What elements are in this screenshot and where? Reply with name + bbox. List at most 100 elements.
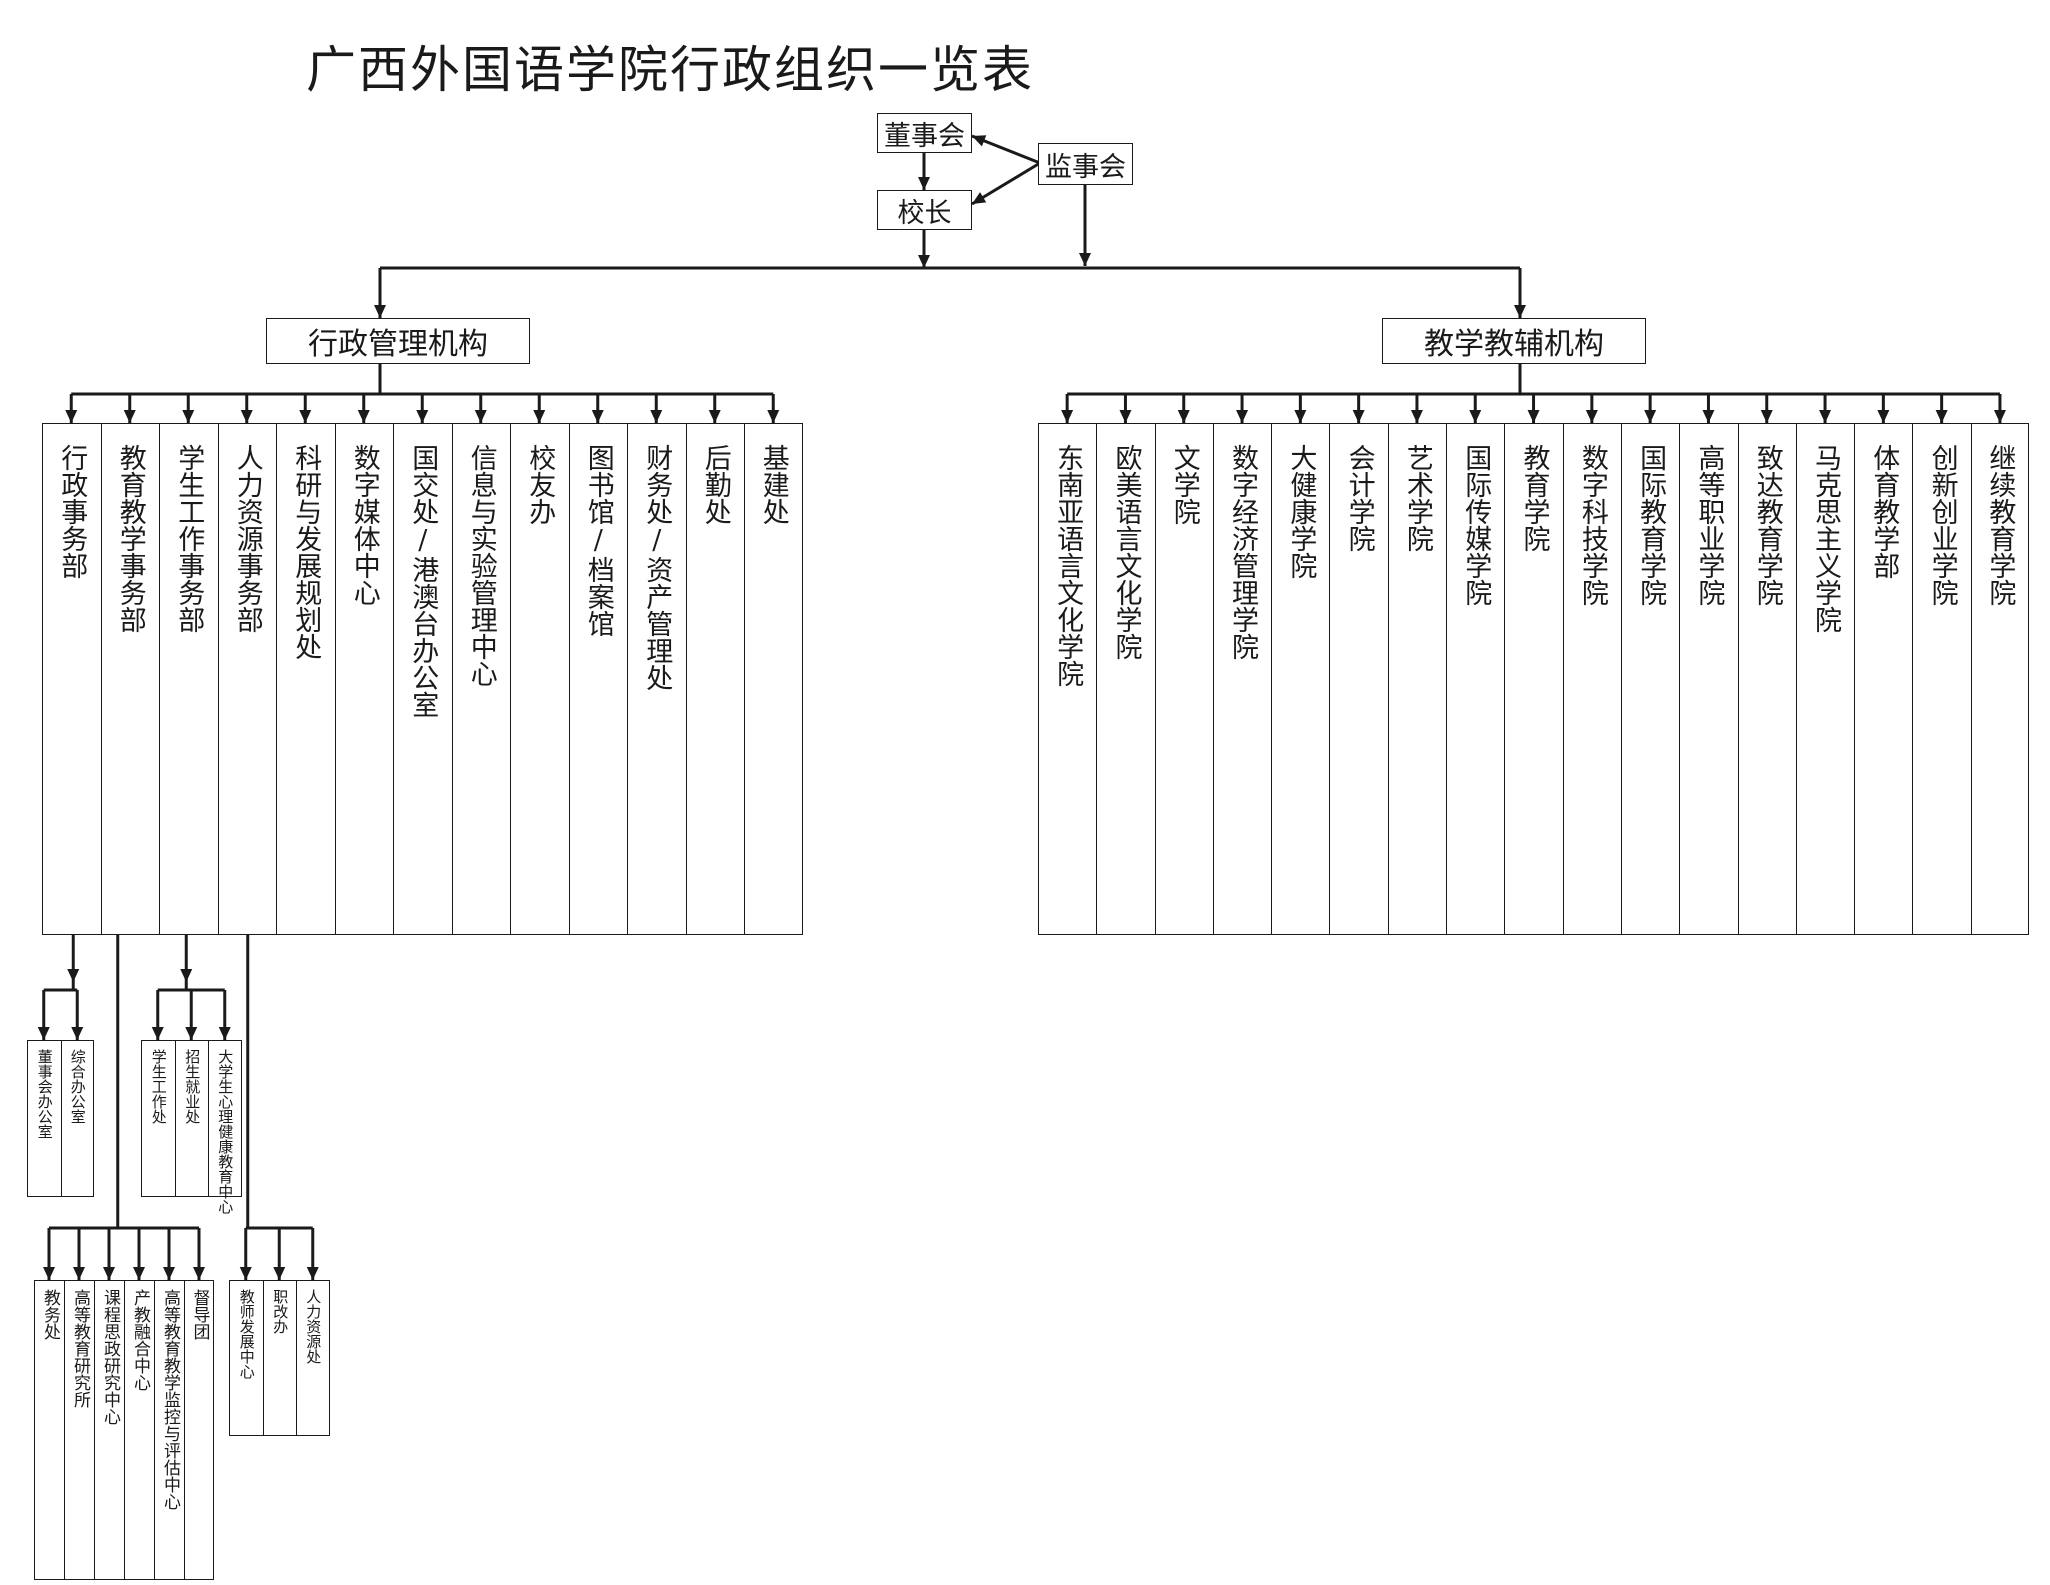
administrative-affairs-subunits: 董事会办公室综合办公室	[27, 1040, 94, 1197]
teaching-unit-5: 会计学院	[1329, 423, 1388, 935]
teaching-unit-14: 体育教学部	[1854, 423, 1913, 935]
admin-unit-2: 学生工作事务部	[159, 423, 218, 935]
student-affairs-subunits: 学生工作处招生就业处大学生心理健康教育中心	[141, 1040, 242, 1214]
admin-unit-12: 基建处	[744, 423, 803, 935]
board-of-directors-box: 董事会	[877, 113, 972, 153]
student-affairs-subunit-label: 招生就业处	[183, 1049, 202, 1124]
teaching-unit-label: 欧美语言文化学院	[1110, 444, 1142, 660]
teaching-unit-10: 国际教育学院	[1620, 423, 1680, 935]
teaching-affairs-subunit-4: 高等教育教学监控与评估中心	[154, 1280, 184, 1580]
teaching-affairs-subunit-label: 产教融合中心	[130, 1289, 150, 1391]
president-box: 校长	[877, 190, 972, 230]
teaching-affairs-subunit-1: 高等教育研究所	[64, 1280, 94, 1580]
teaching-unit-label: 教育学院	[1518, 444, 1550, 552]
admin-affairs-subunit-label: 综合办公室	[68, 1049, 87, 1124]
teaching-affairs-subunit-label: 高等教育研究所	[70, 1289, 90, 1408]
teaching-unit-label: 继续教育学院	[1984, 444, 2016, 606]
student-affairs-subunit-1: 招生就业处	[174, 1040, 208, 1197]
human-resources-subunit-1: 职改办	[262, 1280, 296, 1436]
teaching-unit-15: 创新创业学院	[1912, 423, 1971, 935]
student-affairs-subunit-0: 学生工作处	[141, 1040, 175, 1197]
teaching-division-box: 教学教辅机构	[1382, 318, 1646, 364]
teaching-unit-label: 体育教学部	[1868, 444, 1900, 579]
teaching-affairs-subunit-label: 教务处	[40, 1289, 60, 1340]
admin-unit-1: 教育教学事务部	[100, 423, 159, 935]
teaching-units: 东南亚语言文化学院欧美语言文化学院文学院数字经济管理学院大健康学院会计学院艺术学…	[1038, 423, 2030, 935]
human-resources-subunit-label: 职改办	[271, 1289, 290, 1334]
admin-unit-label: 行政事务部	[56, 444, 88, 579]
student-affairs-subunit-2: 大学生心理健康教育中心	[208, 1040, 242, 1214]
teaching-unit-13: 马克思主义学院	[1795, 423, 1855, 935]
teaching-unit-11: 高等职业学院	[1679, 423, 1738, 935]
human-resources-subunit-2: 人力资源处	[296, 1280, 330, 1436]
teaching-unit-8: 教育学院	[1504, 423, 1563, 935]
admin-unit-label: 信息与实验管理中心	[465, 444, 497, 687]
admin-unit-label: 数字媒体中心	[348, 444, 380, 606]
human-resources-subunit-label: 人力资源处	[304, 1289, 323, 1364]
student-affairs-subunit-label: 学生工作处	[149, 1049, 168, 1124]
admin-unit-6: 国交处/港澳台办公室	[393, 423, 452, 935]
teaching-unit-1: 欧美语言文化学院	[1096, 423, 1155, 935]
teaching-unit-label: 创新创业学院	[1926, 444, 1958, 606]
teaching-affairs-subunit-2: 课程思政研究中心	[94, 1280, 124, 1580]
teaching-unit-6: 艺术学院	[1387, 423, 1447, 935]
teaching-unit-4: 大健康学院	[1271, 423, 1330, 935]
teaching-unit-7: 国际传媒学院	[1446, 423, 1505, 935]
admin-unit-label: 后勤处	[699, 444, 731, 525]
admin-unit-0: 行政事务部	[42, 423, 101, 935]
teaching-unit-label: 致达教育学院	[1751, 444, 1783, 606]
admin-unit-11: 后勤处	[685, 423, 744, 935]
admin-unit-label: 人力资源事务部	[231, 444, 263, 633]
teaching-unit-2: 文学院	[1154, 423, 1213, 935]
teaching-unit-label: 国际传媒学院	[1460, 444, 1492, 606]
teaching-unit-label: 马克思主义学院	[1810, 444, 1841, 633]
admin-unit-8: 校友办	[510, 423, 569, 935]
teaching-unit-label: 数字科技学院	[1576, 444, 1608, 606]
teaching-unit-label: 艺术学院	[1401, 444, 1433, 552]
teaching-unit-label: 会计学院	[1343, 444, 1375, 552]
admin-unit-9: 图书馆/档案馆	[568, 423, 627, 935]
admin-unit-label: 基建处	[757, 444, 789, 525]
admin-unit-label: 财务处/资产管理处	[641, 444, 673, 691]
teaching-affairs-subunit-0: 教务处	[34, 1280, 64, 1580]
admin-unit-5: 数字媒体中心	[334, 423, 393, 935]
teaching-unit-9: 数字科技学院	[1562, 423, 1621, 935]
teaching-unit-16: 继续教育学院	[1970, 423, 2030, 935]
admin-unit-10: 财务处/资产管理处	[627, 423, 686, 935]
admin-unit-3: 人力资源事务部	[217, 423, 276, 935]
admin-unit-label: 校友办	[524, 444, 556, 525]
admin-unit-label: 图书馆/档案馆	[582, 444, 614, 637]
admin-unit-label: 科研与发展规划处	[290, 444, 322, 660]
teaching-affairs-subunit-label: 督导团	[189, 1289, 210, 1340]
admin-unit-label: 学生工作事务部	[173, 444, 205, 633]
human-resources-subunit-label: 教师发展中心	[237, 1289, 256, 1379]
teaching-unit-label: 数字经济管理学院	[1227, 444, 1259, 660]
human-resources-subunit-0: 教师发展中心	[229, 1280, 263, 1436]
teaching-affairs-subunit-5: 督导团	[184, 1280, 214, 1580]
admin-unit-4: 科研与发展规划处	[276, 423, 335, 935]
administrative-division-box: 行政管理机构	[266, 318, 530, 364]
admin-unit-label: 教育教学事务部	[114, 444, 146, 633]
administrative-units: 行政事务部教育教学事务部学生工作事务部人力资源事务部科研与发展规划处数字媒体中心…	[42, 423, 803, 935]
human-resources-subunits: 教师发展中心职改办人力资源处	[229, 1280, 330, 1436]
student-affairs-subunit-label: 大学生心理健康教育中心	[216, 1049, 235, 1214]
teaching-affairs-subunits: 教务处高等教育研究所课程思政研究中心产教融合中心高等教育教学监控与评估中心督导团	[34, 1280, 214, 1580]
admin-unit-7: 信息与实验管理中心	[451, 423, 510, 935]
teaching-unit-12: 致达教育学院	[1737, 423, 1796, 935]
teaching-unit-0: 东南亚语言文化学院	[1038, 423, 1097, 935]
teaching-unit-label: 国际教育学院	[1635, 444, 1667, 606]
teaching-affairs-subunit-3: 产教融合中心	[124, 1280, 154, 1580]
board-of-supervisors-box: 监事会	[1038, 143, 1133, 185]
teaching-affairs-subunit-label: 高等教育教学监控与评估中心	[160, 1289, 180, 1510]
teaching-unit-label: 高等职业学院	[1693, 444, 1725, 606]
teaching-affairs-subunit-label: 课程思政研究中心	[100, 1289, 120, 1425]
admin-affairs-subunit-0: 董事会办公室	[27, 1040, 61, 1197]
teaching-unit-label: 文学院	[1168, 444, 1200, 525]
teaching-unit-label: 大健康学院	[1285, 444, 1317, 579]
admin-unit-label: 国交处/港澳台办公室	[407, 444, 439, 718]
admin-affairs-subunit-1: 综合办公室	[60, 1040, 94, 1197]
page-title: 广西外国语学院行政组织一览表	[306, 41, 1034, 99]
teaching-unit-label: 东南亚语言文化学院	[1052, 444, 1084, 687]
admin-affairs-subunit-label: 董事会办公室	[35, 1049, 54, 1139]
